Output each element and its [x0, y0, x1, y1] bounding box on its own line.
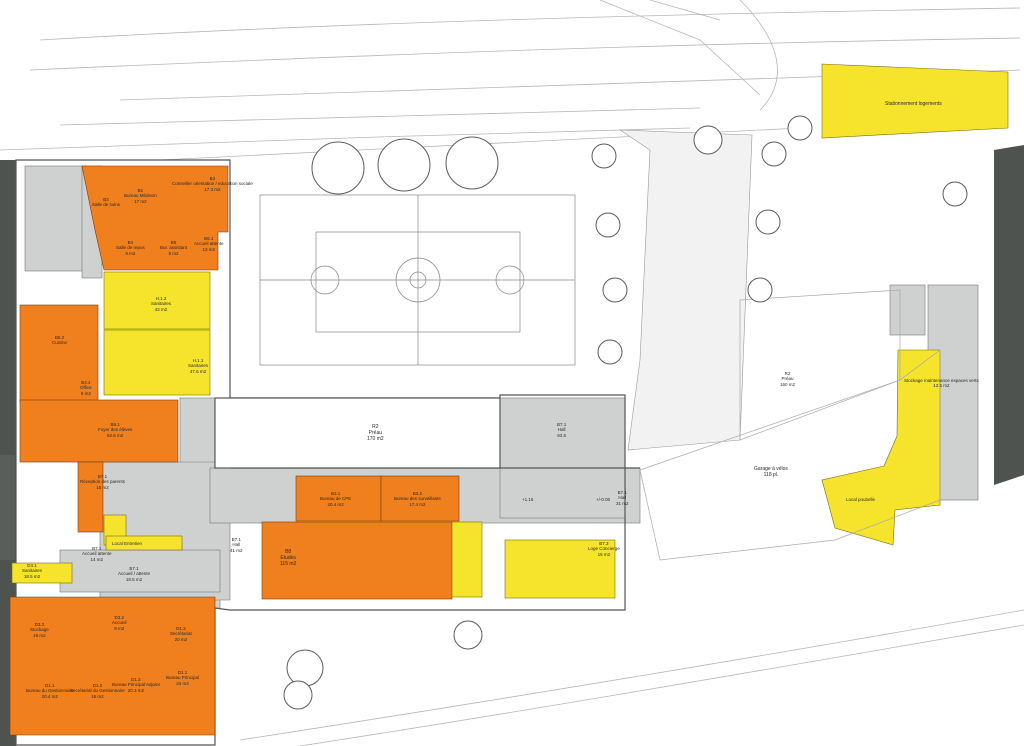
yellow-rooms [11, 63, 1009, 599]
sports-court [259, 194, 576, 366]
paving [618, 129, 753, 451]
building-outline [15, 159, 640, 746]
orange-rooms [9, 165, 460, 736]
trees [283, 115, 968, 710]
garage-outline [639, 289, 941, 561]
